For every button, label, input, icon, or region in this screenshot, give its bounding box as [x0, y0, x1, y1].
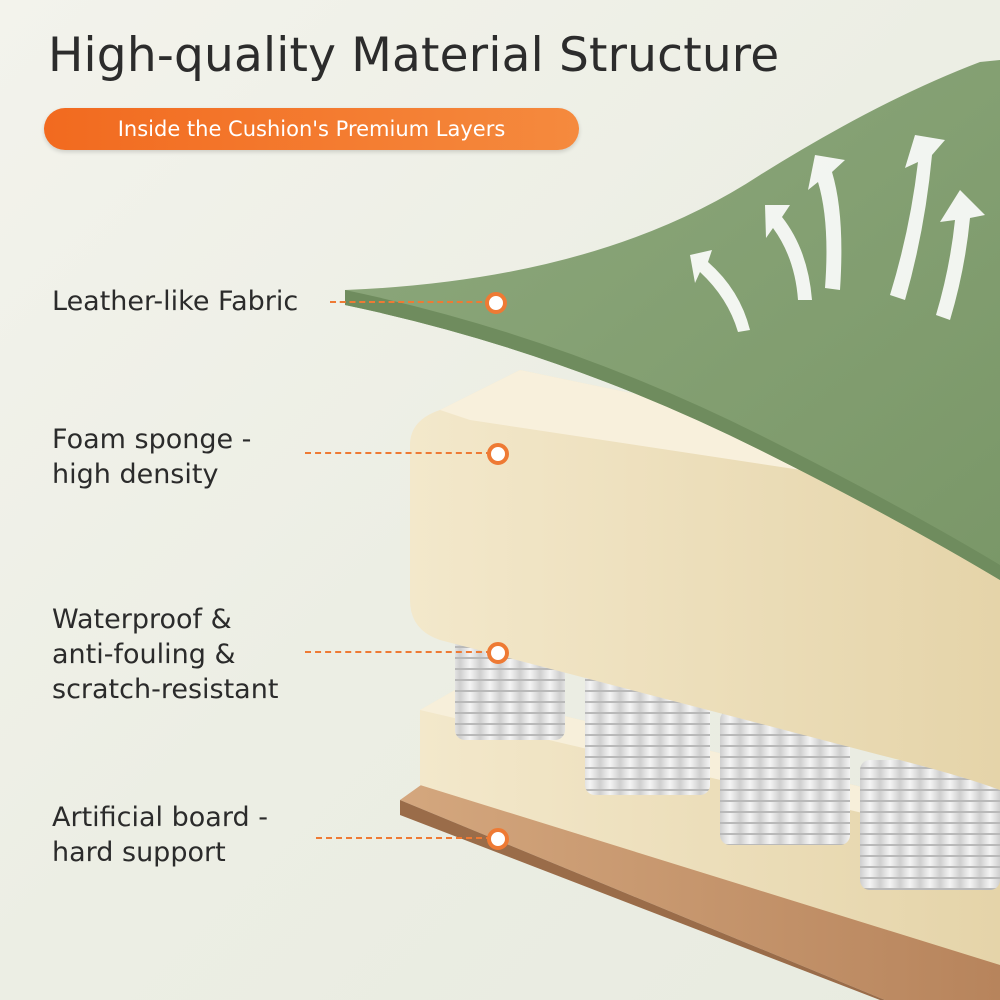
foam-leader-line	[305, 452, 492, 454]
foam-label-line-2: high density	[52, 459, 219, 490]
subtitle-badge: Inside the Cushion's Premium Layers	[44, 108, 579, 150]
foam-label-line-1: Foam sponge -	[52, 424, 252, 455]
foam-label: Foam sponge - high density	[52, 422, 251, 492]
board-layer	[400, 775, 1000, 1000]
waterproof-label-line-3: scratch-resistant	[52, 674, 279, 705]
waterproof-marker-dot	[487, 642, 509, 664]
foam-marker-dot	[487, 443, 509, 465]
waterproof-label-line-2: anti-fouling &	[52, 639, 236, 670]
waterproof-label-line-1: Waterproof &	[52, 604, 232, 635]
fabric-leader-line	[330, 301, 492, 303]
board-leader-line	[316, 837, 492, 839]
waterproof-leader-line	[305, 651, 492, 653]
fabric-marker-dot	[485, 292, 507, 314]
board-marker-dot	[487, 828, 509, 850]
page-title: High-quality Material Structure	[48, 28, 780, 83]
board-label-line-1: Artificial board -	[52, 802, 268, 833]
waterproof-label: Waterproof & anti-fouling & scratch-resi…	[52, 602, 278, 707]
board-label-line-2: hard support	[52, 837, 226, 868]
fabric-label-line: Leather-like Fabric	[52, 286, 299, 317]
fabric-label: Leather-like Fabric	[52, 284, 298, 319]
airflow-arrows-icon	[690, 135, 985, 332]
board-label: Artificial board - hard support	[52, 800, 268, 870]
